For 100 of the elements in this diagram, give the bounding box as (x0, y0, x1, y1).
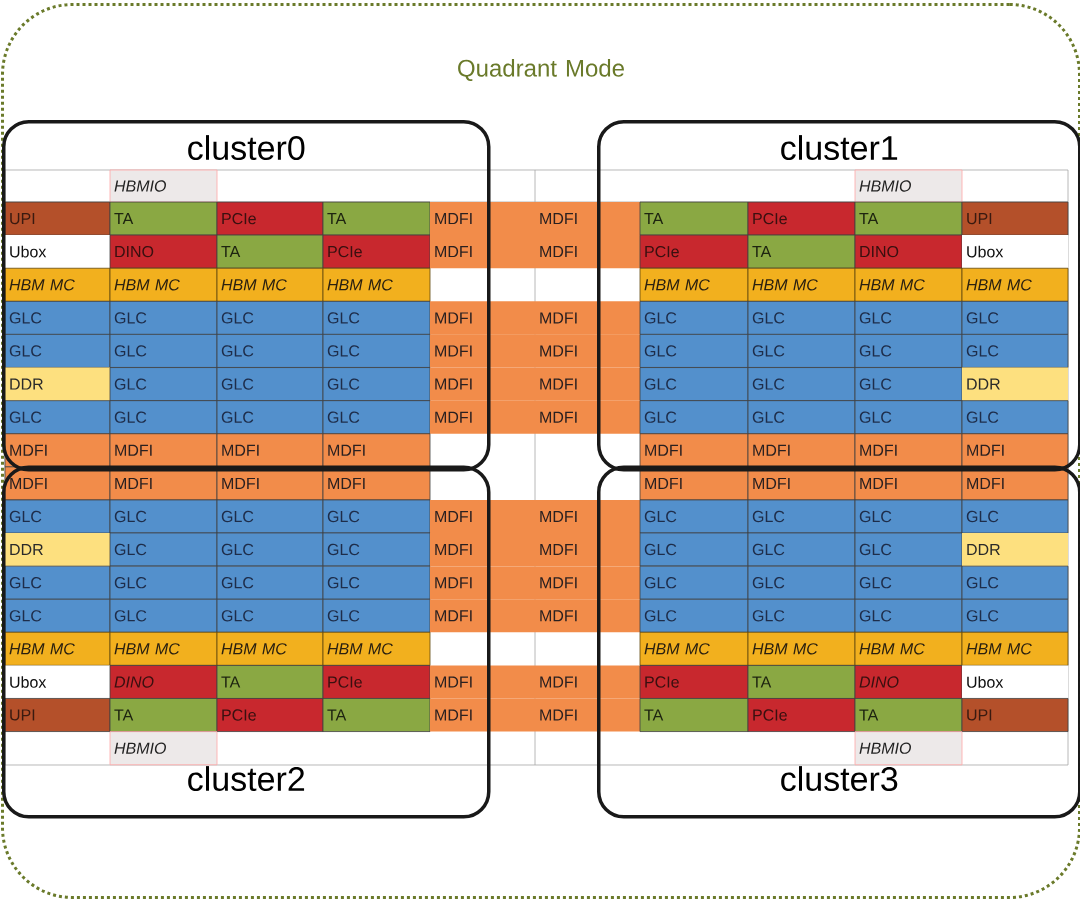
tile-box: GLC (854, 367, 963, 402)
tile-box: HBM MC (639, 631, 749, 666)
tile-box: GLC (639, 598, 749, 633)
tile-box: DDR (5, 367, 110, 401)
node-label: MDFI (435, 610, 472, 622)
tile-box: MDFI (535, 235, 640, 269)
tile-box: HBM MC (639, 267, 749, 302)
tile-box: GLC (961, 300, 1069, 335)
node-label: MDFI (435, 378, 472, 390)
node-label: MDFI (540, 378, 577, 390)
tile-box: MDFI (322, 433, 431, 468)
node-label: MDFI (540, 577, 577, 589)
tile-box: GLC (109, 367, 218, 402)
tile-box: GLC (109, 532, 218, 567)
tile-box: MDFI (430, 235, 535, 269)
tile-box: GLC (639, 400, 749, 435)
tile-box: GLC (639, 300, 749, 335)
tile-box: GLC (4, 300, 111, 335)
tile-box: MDFI (430, 499, 535, 534)
tile-box: MDFI (430, 698, 535, 732)
node-label: Ubox (967, 245, 1004, 258)
tile-box: GLC (854, 598, 963, 633)
tile-box: GLC (109, 499, 218, 534)
tile-box: HBMIO (109, 731, 218, 766)
tile-box: Ubox (962, 665, 1068, 699)
tile-box: TA (109, 201, 218, 236)
tile-box: PCIe (216, 201, 324, 236)
tile-box: HBMIO (854, 731, 963, 766)
tile-box: MDFI (430, 202, 535, 236)
tile-box: MDFI (535, 334, 640, 368)
tile-box: TA (639, 698, 749, 732)
tile-box: MDFI (535, 301, 640, 335)
tile-box: GLC (216, 400, 324, 435)
tile-box: MDFI (961, 433, 1069, 468)
tile-box: MDFI (535, 499, 640, 534)
tile-box: MDFI (535, 665, 640, 699)
tile-box: GLC (322, 532, 431, 567)
node-label: MDFI (435, 345, 472, 357)
tile-box: GLC (216, 565, 324, 600)
tile-box: UPI (4, 698, 111, 732)
tile-box: MDFI (639, 433, 749, 468)
tile-box: GLC (216, 367, 324, 402)
tile-box: GLC (4, 499, 111, 534)
tile-box: GLC (322, 598, 431, 633)
tile-box: MDFI (430, 566, 535, 600)
tile-box: GLC (639, 333, 749, 368)
tile-box: PCIe (639, 665, 749, 699)
tile-box: GLC (322, 300, 431, 335)
tile-box: MDFI (535, 599, 640, 633)
tile-box: HBM MC (4, 631, 111, 666)
tile-box: GLC (854, 400, 963, 435)
node-label: MDFI (435, 577, 472, 589)
tile-box: GLC (216, 532, 324, 567)
tile-box: GLC (747, 367, 856, 402)
tile-box: PCIe (747, 698, 856, 732)
tile-box: GLC (4, 565, 111, 600)
tile-box: GLC (961, 499, 1069, 534)
tile-box: HBMIO (109, 169, 218, 203)
tile-box: MDFI (854, 433, 963, 468)
tile-box: GLC (961, 565, 1069, 600)
tile-box: GLC (961, 333, 1069, 368)
tile-box: DINO (109, 234, 218, 269)
tile-box: HBM MC (216, 631, 324, 666)
node-label: MDFI (540, 411, 577, 423)
tile-box: GLC (109, 598, 218, 633)
tile-box: PCIe (322, 665, 431, 699)
tile-box: MDFI (535, 566, 640, 600)
tile-box: HBM MC (109, 267, 218, 302)
tile-box: PCIe (322, 234, 431, 269)
tile-box: GLC (322, 367, 431, 402)
tile-box: GLC (322, 565, 431, 600)
tile-box: GLC (322, 400, 431, 435)
node-label: MDFI (540, 345, 577, 357)
tile-box: TA (216, 665, 324, 699)
tile-box: GLC (109, 400, 218, 435)
tile-box: GLC (639, 367, 749, 402)
tile-box: MDFI (430, 301, 535, 335)
tile-box: DDR (5, 532, 110, 567)
tile-box: GLC (322, 499, 431, 534)
node-label: MDFI (540, 213, 577, 225)
tile-box: MDFI (430, 599, 535, 633)
tile-box: HBM MC (961, 267, 1069, 302)
tile-box: GLC (854, 300, 963, 335)
tile-box: DDR (962, 367, 1068, 401)
node-label: MDFI (540, 709, 577, 721)
tile-box: TA (747, 234, 856, 269)
tile-box: PCIe (216, 698, 324, 732)
tile-box: HBM MC (109, 631, 218, 666)
node-label: MDFI (540, 510, 577, 522)
tile-box: MDFI (747, 433, 856, 468)
tile-box: HBM MC (4, 267, 111, 302)
tile-box: TA (322, 698, 431, 732)
tile-box: MDFI (4, 433, 111, 468)
tile-box: HBM MC (322, 267, 431, 302)
tile-box: MDFI (430, 665, 535, 699)
node-label: MDFI (540, 610, 577, 622)
tile-box: GLC (4, 333, 111, 368)
tile-box: UPI (4, 201, 111, 236)
tile-box: GLC (747, 598, 856, 633)
tile-box: UPI (961, 698, 1069, 732)
